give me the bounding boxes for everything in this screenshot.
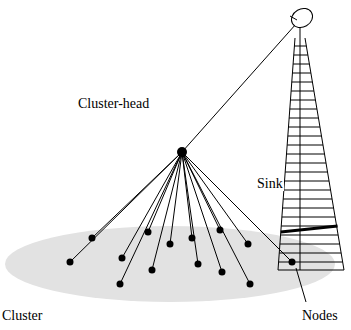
member-link [92,152,182,238]
leader-line [296,268,306,302]
member-node [145,229,152,236]
member-node [119,255,126,262]
member-link [70,152,182,262]
member-link [152,152,182,270]
uplink-line [182,24,296,152]
sink-tower [256,4,348,276]
sink-label: Sink [256,176,284,191]
member-link [182,152,222,272]
member-node [67,259,74,266]
member-link [170,152,182,244]
member-link [122,152,182,258]
member-node [117,281,124,288]
cluster-label: Cluster [2,308,42,323]
cluster-ground [5,226,335,302]
member-node [195,261,202,268]
cluster-head-dot [177,147,187,157]
member-node [247,281,254,288]
member-node [149,267,156,274]
member-links [70,152,292,284]
member-link [182,152,292,262]
cluster-head-node: Cluster-head [78,96,190,160]
member-nodes [67,227,296,288]
member-link [182,152,250,284]
sink-node: Sink [256,4,348,276]
member-node [217,227,224,234]
member-node [167,241,174,248]
nodes-label: Nodes [302,308,338,323]
member-node [219,269,226,276]
member-link [182,152,248,244]
member-node [245,241,252,248]
member-node [189,235,196,242]
member-link [120,152,182,284]
member-node [89,235,96,242]
node-label: Cluster-head [78,96,149,111]
